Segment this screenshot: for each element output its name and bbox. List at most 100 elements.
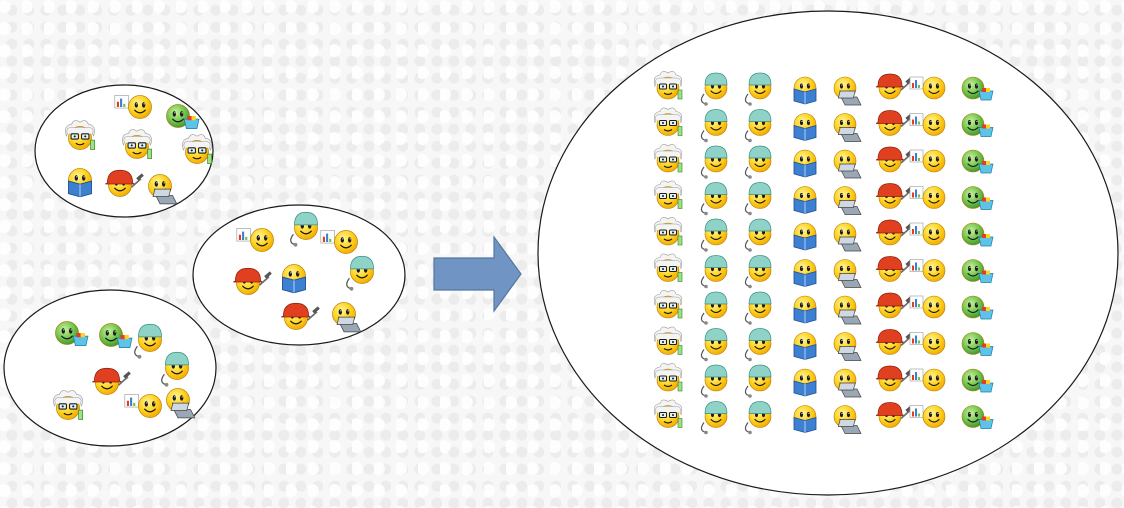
group-middle-worker-icon [233,267,272,295]
population-doctor-icon [744,109,772,143]
population-shopper-icon [961,259,994,283]
population-analyst-icon [909,259,946,282]
right-arrow-icon [433,235,522,313]
population-reader-icon [793,259,817,287]
population-doctor-icon [700,364,728,398]
group-middle-analyst-icon [236,228,274,252]
population-laptop-user-icon [833,332,862,361]
population-analyst-icon [909,186,946,209]
population-reader-icon [793,405,817,433]
population-doctor-icon [700,109,728,143]
population-worker-icon [875,110,913,136]
population-shopper-icon [961,113,994,137]
group-middle-laptop-user-icon [332,302,362,333]
population-analyst-icon [909,295,946,319]
group-bottom-left-doctor-icon [161,351,189,387]
population-scientist-icon [653,107,683,136]
population-reader-icon [793,149,817,178]
population-scientist-icon [653,180,683,209]
group-top-left-worker-icon [105,169,144,197]
group-top-left-shopper-icon [166,104,200,129]
population-scientist-icon [653,144,683,173]
population-scientist-icon [653,363,683,392]
population-shopper-icon [961,368,994,393]
population-shopper-icon [961,332,994,356]
population-shopper-icon [961,186,994,210]
population-shopper-icon [961,222,994,247]
group-bottom-left-analyst-icon [124,394,162,418]
population-doctor-icon [700,72,728,106]
population-doctor-icon [700,291,728,325]
population-laptop-user-icon [833,186,862,215]
group-middle-analyst-icon [320,230,358,254]
population-reader-icon [793,113,817,141]
group-middle-worker-icon [281,302,320,330]
population-reader-icon [793,295,817,324]
population-analyst-icon [909,222,946,246]
population-scientist-icon [653,71,683,100]
population-scientist-icon [653,399,683,428]
emoji-layer [53,71,994,435]
population-worker-icon [875,183,913,209]
population-reader-icon [793,76,817,105]
population-scientist-icon [653,290,683,319]
population-scientist-icon [653,217,683,246]
population-laptop-user-icon [833,149,862,179]
population-shopper-icon [961,295,994,320]
population-doctor-icon [744,182,772,216]
population-shopper-icon [961,149,994,174]
population-analyst-icon [909,405,946,428]
population-reader-icon [793,368,817,397]
population-shopper-icon [961,405,994,429]
population-doctor-icon [700,218,728,252]
group-middle-doctor-icon [346,255,374,291]
population-doctor-icon [744,328,772,362]
population-doctor-icon [744,72,772,106]
population-worker-icon [875,219,913,246]
population-doctor-icon [744,401,772,435]
group-bottom-left-laptop-user-icon [166,388,196,419]
population-laptop-user-icon [833,259,862,288]
population-laptop-user-icon [833,113,862,142]
group-bottom-left-doctor-icon [134,323,162,359]
population-doctor-icon [700,255,728,289]
population-doctor-icon [700,182,728,216]
population-laptop-user-icon [833,405,862,434]
population-doctor-icon [744,291,772,325]
population-laptop-user-icon [833,368,862,398]
group-top-left-scientist-icon [122,129,153,159]
population-laptop-user-icon [833,222,862,252]
population-analyst-icon [909,332,946,355]
population-reader-icon [793,332,817,360]
population-worker-icon [875,146,913,173]
population-worker-icon [875,292,913,319]
population-doctor-icon [744,145,772,179]
population-analyst-icon [909,149,946,173]
group-top-left-analyst-icon [114,95,152,119]
group-bottom-left-shopper-icon [55,321,89,346]
population-doctor-icon [744,218,772,252]
group-middle-doctor-icon [290,211,318,247]
population-laptop-user-icon [833,76,862,106]
population-outline [537,10,1119,496]
population-worker-icon [875,402,913,428]
population-worker-icon [875,73,913,100]
group-top-left-reader-icon [68,168,92,198]
group-top-left-scientist-icon [65,120,96,150]
population-shopper-icon [961,76,994,101]
population-worker-icon [875,256,913,282]
group-middle-reader-icon [282,264,306,294]
population-worker-icon [875,365,913,392]
group-top-left-laptop-user-icon [148,174,178,205]
population-doctor-icon [700,145,728,179]
group-bottom-left-worker-icon [92,367,131,395]
population-doctor-icon [700,401,728,435]
group-top-left-scientist-icon [182,134,213,164]
group-bottom-left-shopper-icon [99,323,133,348]
population-scientist-icon [653,253,683,282]
population-doctor-icon [744,255,772,289]
population-doctor-icon [744,364,772,398]
population-scientist-icon [653,326,683,355]
population-analyst-icon [909,113,946,136]
